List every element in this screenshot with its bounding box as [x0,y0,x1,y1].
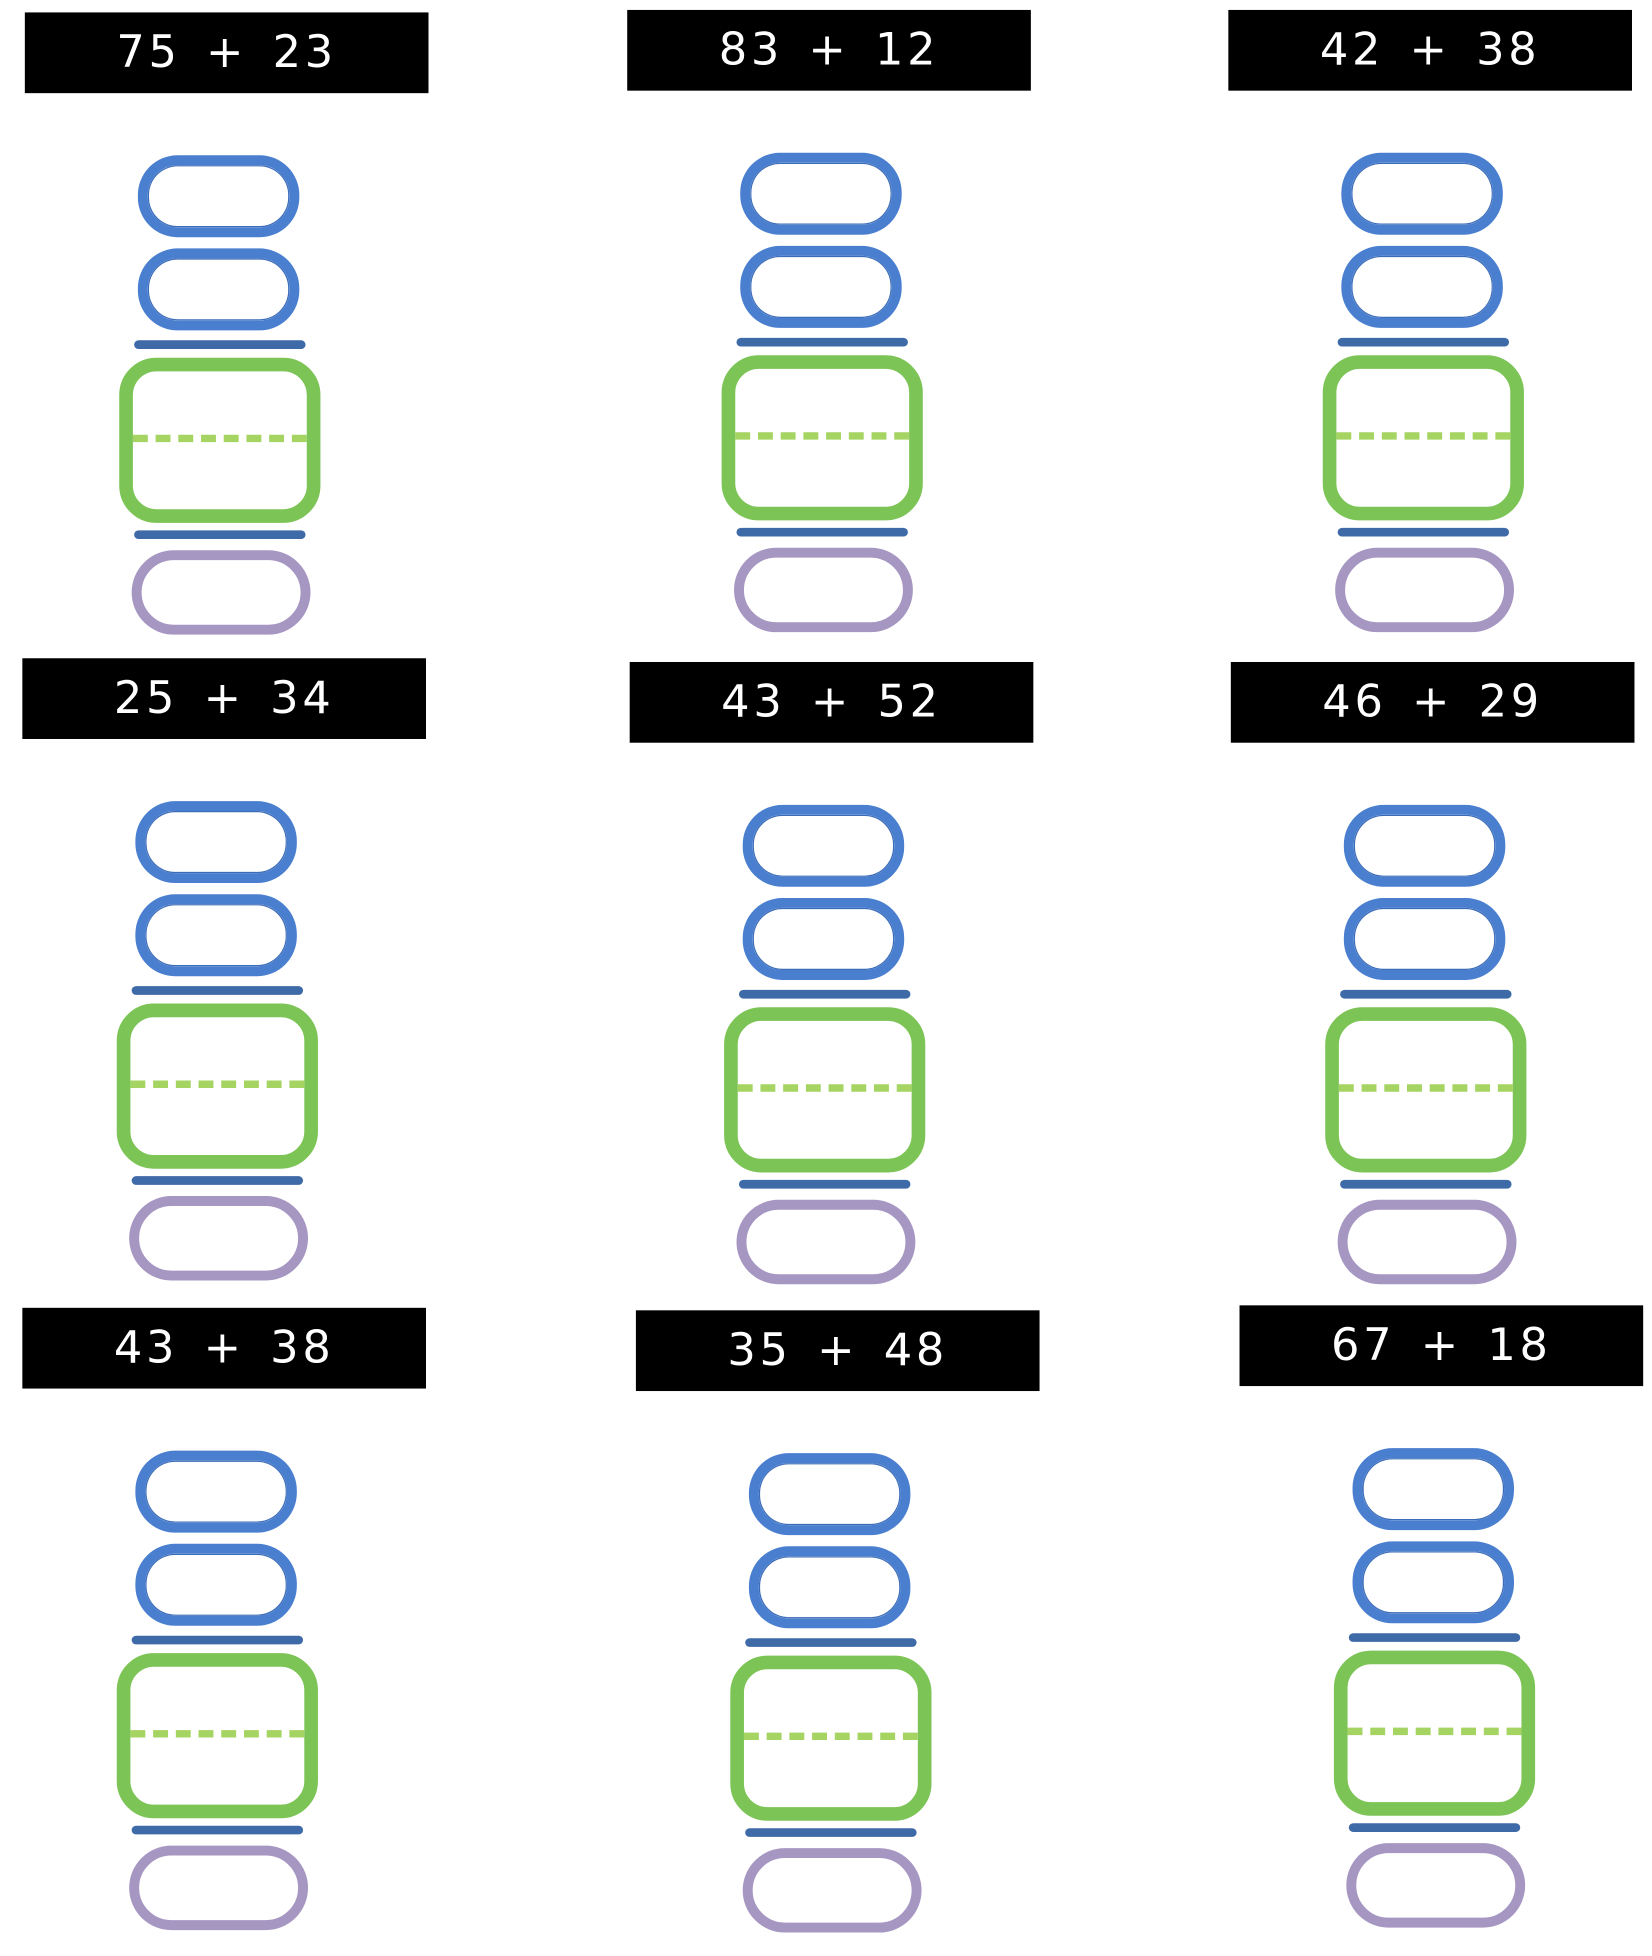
divider-line [134,530,306,540]
sum-box[interactable] [724,1007,926,1173]
answer-box[interactable] [131,550,311,635]
answer-box[interactable] [129,1196,309,1281]
addend-box-2[interactable] [742,897,905,980]
divider-line [131,1176,304,1185]
divider-line [1348,1633,1521,1642]
problem-label: 75 + 23 [24,12,429,94]
sum-box[interactable] [119,357,321,523]
sum-box[interactable] [730,1655,932,1821]
addend-box-1[interactable] [1352,1448,1514,1531]
dashed-line [130,1080,305,1088]
problem-card: 43 + 38 [22,1307,427,1954]
divider-line [1348,1823,1521,1832]
addend-box-2[interactable] [135,1543,297,1626]
problem-card: 42 + 38 [1228,9,1632,656]
addend-box-2[interactable] [1352,1541,1514,1624]
answer-box[interactable] [129,1845,309,1931]
problem-label: 42 + 38 [1228,9,1632,91]
sum-box[interactable] [1325,1007,1527,1173]
problem-card: 35 + 48 [635,1310,1040,1956]
dashed-line [132,434,307,443]
sum-box[interactable] [1322,355,1524,521]
addend-box-1[interactable] [135,1450,297,1533]
addend-box-2[interactable] [1341,245,1503,328]
dashed-line [1338,1084,1513,1092]
dashed-line [735,432,910,440]
divider-line [736,337,908,347]
problem-card: 83 + 12 [627,9,1031,656]
problem-label: 46 + 29 [1230,661,1635,743]
addend-box-2[interactable] [135,894,297,977]
divider-line [1337,337,1510,347]
answer-box[interactable] [1335,547,1514,633]
divider-line [1337,527,1510,537]
divider-line [738,1179,911,1189]
dashed-line [1347,1727,1522,1736]
dashed-line [743,1732,918,1741]
addend-box-2[interactable] [748,1546,911,1629]
divider-line [1340,989,1512,999]
sum-box[interactable] [116,1653,318,1819]
answer-box[interactable] [736,1199,916,1285]
addend-box-2[interactable] [1343,897,1506,980]
problem-label: 25 + 34 [22,658,427,739]
sum-box[interactable] [721,355,923,521]
divider-line [134,340,306,350]
answer-box[interactable] [734,547,913,633]
addend-box-2[interactable] [137,248,300,331]
addend-box-1[interactable] [135,801,297,884]
addend-box-1[interactable] [137,155,300,238]
sum-box[interactable] [116,1003,318,1169]
divider-line [745,1828,917,1837]
dashed-line [130,1730,305,1738]
addend-box-1[interactable] [1341,152,1503,235]
problem-label: 43 + 38 [22,1307,427,1389]
problem-card: 46 + 29 [1230,661,1635,1308]
divider-line [1340,1179,1512,1189]
divider-line [738,989,911,999]
problem-card: 67 + 18 [1239,1305,1644,1951]
addend-box-1[interactable] [748,1453,911,1536]
answer-box[interactable] [742,1848,922,1933]
problem-card: 43 + 52 [629,661,1034,1308]
problem-card: 75 + 23 [24,12,429,658]
addend-box-1[interactable] [1343,804,1506,887]
problem-card: 25 + 34 [22,658,427,1304]
answer-box[interactable] [1337,1199,1517,1285]
divider-line [131,1825,304,1835]
divider-line [131,986,304,995]
divider-line [745,1638,917,1647]
problem-label: 35 + 48 [635,1310,1040,1392]
addend-box-1[interactable] [740,152,902,235]
dashed-line [737,1084,912,1092]
problem-label: 67 + 18 [1239,1305,1644,1387]
sum-box[interactable] [1333,1650,1536,1816]
divider-line [131,1635,304,1645]
answer-box[interactable] [1346,1843,1526,1928]
dashed-line [1336,432,1511,440]
addend-box-2[interactable] [740,245,902,328]
problem-label: 83 + 12 [627,9,1031,91]
problem-label: 43 + 52 [629,661,1034,743]
divider-line [736,527,908,537]
addend-box-1[interactable] [742,804,905,887]
